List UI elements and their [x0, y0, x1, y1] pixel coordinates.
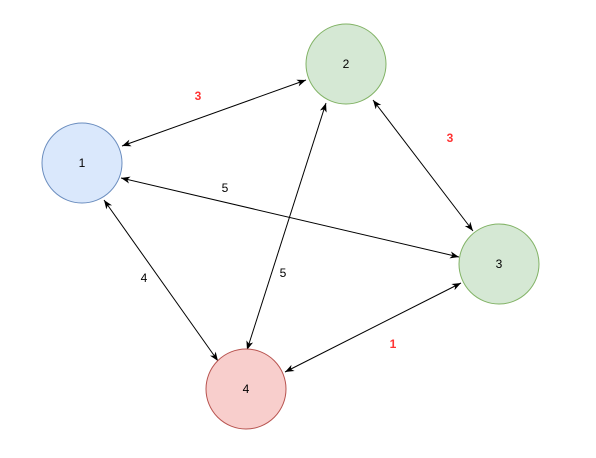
edge-1-3[interactable] — [120, 176, 460, 259]
node-3-circle[interactable] — [458, 223, 540, 305]
edge-1-4[interactable] — [103, 199, 219, 362]
node-4-label: 4 — [243, 382, 250, 396]
nodes-group: 1 2 3 4 — [41, 23, 540, 430]
edge-label-1-4: 4 — [141, 271, 148, 285]
node-1-label: 1 — [79, 156, 86, 170]
node-2[interactable]: 2 — [305, 23, 387, 105]
edge-labels-group: 3 3 5 5 4 1 — [141, 89, 454, 351]
edge-2-4[interactable] — [246, 102, 327, 351]
edges-group — [103, 79, 474, 373]
node-4-circle[interactable] — [205, 348, 287, 430]
node-1-circle[interactable] — [41, 122, 123, 204]
edge-label-1-2: 3 — [195, 89, 202, 103]
node-3-label: 3 — [496, 257, 503, 271]
node-3[interactable]: 3 — [458, 223, 540, 305]
edge-label-1-3: 5 — [222, 181, 229, 195]
edge-4-3[interactable] — [284, 282, 462, 373]
edge-label-2-4: 5 — [280, 266, 287, 280]
edge-label-2-3: 3 — [447, 131, 454, 145]
node-2-label: 2 — [343, 57, 350, 71]
node-2-circle[interactable] — [305, 23, 387, 105]
node-4[interactable]: 4 — [205, 348, 287, 430]
edge-1-2[interactable] — [121, 79, 307, 147]
edge-2-3[interactable] — [372, 99, 474, 232]
edge-label-4-3: 1 — [390, 337, 397, 351]
node-1[interactable]: 1 — [41, 122, 123, 204]
